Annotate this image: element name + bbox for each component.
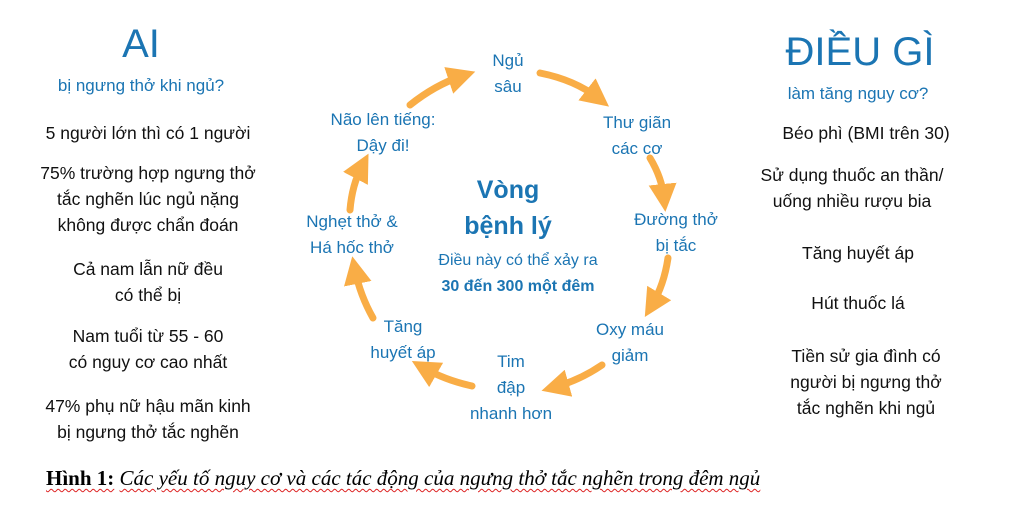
line: Sử dụng thuốc an thần/ [760,165,944,185]
line: Đường thở [634,210,718,229]
right-subtitle: làm tăng nguy cơ? [787,84,929,103]
line: Dậy đi! [356,136,410,155]
arrow-6 [344,256,377,322]
left-title: AI [122,22,160,66]
line: Tiền sử gia đình có [791,346,941,366]
line: Não lên tiếng: [330,110,436,129]
cycle-node-airway-blocked: Đường thở bị tắc [634,207,718,259]
line: 47% phụ nữ hậu mãn kinh [45,396,251,416]
left-item-1: 75% trường hợp ngưng thở tắc nghẽn lúc ng… [40,160,255,238]
line: Vòng [476,176,540,204]
cycle-node-muscle-relax: Thư giãn các cơ [603,110,671,162]
cycle-node-blood-pressure: Tăng huyết áp [370,314,435,366]
line: tắc nghẽn khi ngủ [796,398,936,418]
left-item-0: 5 người lớn thì có 1 người [46,120,251,146]
cycle-node-deep-sleep: Ngủ sâu [492,48,523,100]
arrow-8 [406,67,476,109]
caption-text: Các yếu tố nguy cơ và các tác động của n… [119,466,761,490]
arrow-4 [541,361,606,397]
line: Điều này có thể xảy ra [438,252,598,269]
line: Béo phì (BMI trên 30) [782,123,950,143]
line: người bị ngưng thở [790,372,942,392]
right-item-3: Hút thuốc lá [811,290,904,316]
line: không được chẩn đoán [57,215,239,235]
caption-label: Hình 1: [46,466,115,490]
line: sâu [494,77,522,96]
line: Thư giãn [602,113,672,132]
line: Hút thuốc lá [811,293,905,313]
cycle-title: Vòng bệnh lý [464,172,552,244]
right-title: ĐIỀU GÌ [785,30,935,74]
line: bệnh lý [464,212,552,240]
cycle-node-choking: Nghẹt thở & Há hốc thở [306,209,397,261]
line: tắc nghẽn lúc ngủ nặng [57,189,239,209]
cycle-note: Điều này có thể xảy ra 30 đến 300 một đêm [438,248,597,300]
right-item-1: Sử dụng thuốc an thần/uống nhiều rượu bi… [761,162,944,214]
line: Nghẹt thở & [306,212,398,231]
right-item-2: Tăng huyết áp [802,240,914,266]
line: huyết áp [370,343,436,362]
cycle-node-heart-rate: Tim đập nhanh hơn [470,349,552,427]
line: đập [496,378,526,397]
line: Tăng huyết áp [802,243,914,263]
line: có thể bị [114,285,182,305]
line: bị tắc [655,236,697,255]
line: Nam tuổi từ 55 - 60 [72,326,224,346]
line: có nguy cơ cao nhất [68,352,228,372]
line: Ngủ [492,51,524,70]
left-subtitle: bị ngưng thở khi ngủ? [57,76,225,95]
cycle-node-oxygen-drop: Oxy máu giảm [596,317,664,369]
left-item-3: Nam tuổi từ 55 - 60 có nguy cơ cao nhất [69,323,227,375]
line: uống nhiều rượu bia [772,191,932,211]
right-item-0: Béo phì (BMI trên 30) [782,120,949,146]
line: Cả nam lẫn nữ đều [73,259,223,279]
line: bị ngưng thở tắc nghẽn [57,422,239,442]
line: Tim [497,352,525,371]
cycle-node-brain-wake: Não lên tiếng: Dậy đi! [331,107,436,159]
line: Há hốc thở [310,238,394,257]
line: Oxy máu [595,320,665,339]
line: 75% trường hợp ngưng thở [40,163,256,183]
line: 5 người lớn thì có 1 người [45,123,251,143]
left-item-4: 47% phụ nữ hậu mãn kinh bị ngưng thở tắc … [45,393,250,445]
line: các cơ [611,139,663,158]
arrow-2 [646,154,677,212]
right-item-4: Tiền sử gia đình có người bị ngưng thở tắc… [790,343,941,421]
arrow-1 [536,69,610,107]
line: 30 đến 300 một đêm [441,278,595,295]
arrow-7 [343,153,369,214]
figure-caption: Hình 1: Các yếu tố nguy cơ và các tác độ… [46,466,760,491]
arrow-3 [644,254,672,318]
arrow-5 [411,361,476,390]
left-item-2: Cả nam lẫn nữ đều có thể bị [73,256,223,308]
line: giảm [611,346,649,365]
line: Tăng [383,317,423,336]
line: nhanh hơn [469,404,553,423]
